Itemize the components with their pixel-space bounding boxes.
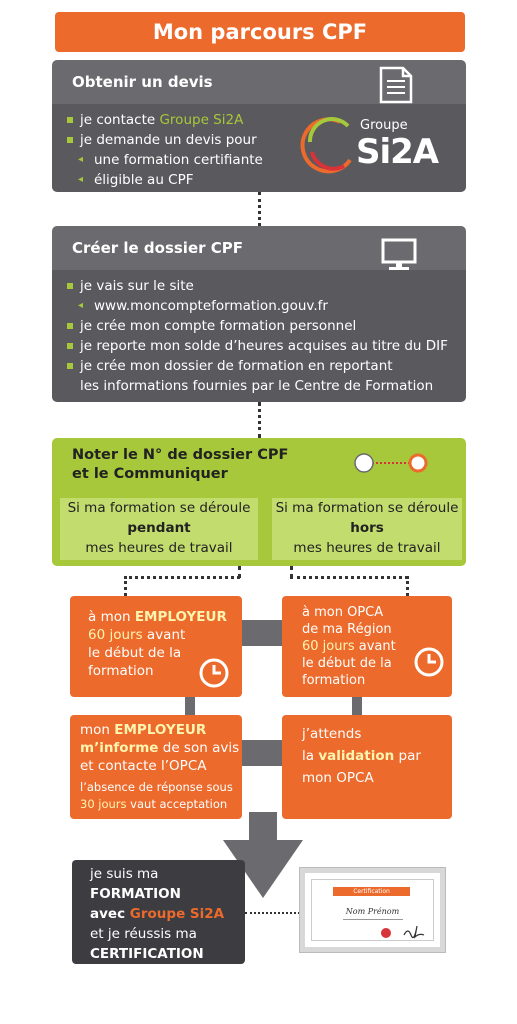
link-nodes-icon	[352, 452, 430, 474]
si2a-logo: Groupe Si2A	[300, 112, 450, 178]
document-icon	[379, 66, 413, 104]
certificate-name: Nom Prénom	[345, 907, 400, 916]
connector	[245, 912, 300, 914]
certificate-header: Certification	[333, 887, 410, 896]
sub-item: éligible au CPF	[60, 170, 466, 190]
opca-validation-box: j’attends la validation par mon OPCA	[282, 715, 452, 819]
list-item: je demande un devis pour	[60, 130, 466, 150]
link-bar	[242, 620, 282, 646]
certificate-image: Certification Nom Prénom	[300, 868, 445, 952]
employer-reply-box: mon EMPLOYEUR m’informe de son avis et c…	[70, 715, 242, 819]
connector	[258, 402, 261, 438]
connector	[406, 576, 409, 596]
link-bar	[242, 740, 282, 766]
clock-icon	[413, 646, 445, 678]
list-item: je contacte Groupe Si2A	[60, 110, 466, 130]
link-bar	[185, 697, 195, 715]
list-item: je crée mon dossier de formation en repo…	[60, 356, 466, 376]
right-condition: Si ma formation se déroule hors mes heur…	[272, 498, 462, 560]
connector	[258, 192, 261, 226]
opca-notice-box: à mon OPCA de ma Région 60 jours avant l…	[282, 596, 452, 697]
step-heading-text: Obtenir un devis	[72, 73, 213, 91]
list-item: je vais sur le site	[60, 276, 466, 296]
logo-text-small: Groupe	[360, 118, 408, 133]
monitor-icon	[381, 238, 417, 272]
connector	[238, 566, 241, 578]
step-heading: Noter le N° de dossier CPF et le Communi…	[72, 447, 289, 482]
seal-icon	[381, 928, 391, 938]
step-note-file-number: Noter le N° de dossier CPF et le Communi…	[52, 438, 466, 566]
list-item: je crée mon compte formation personnel	[60, 316, 466, 336]
step-create-file: Créer le dossier CPF je vais sur le site…	[52, 226, 466, 402]
clock-icon	[198, 657, 230, 689]
list-item-continued: les informations fournies par le Centre …	[80, 378, 434, 394]
connector	[124, 576, 240, 579]
employer-notice-box: à mon EMPLOYEUR 60 jours avant le début …	[70, 596, 242, 697]
connector	[290, 576, 408, 579]
down-arrow-icon	[215, 812, 311, 902]
connector	[124, 576, 127, 596]
signature-icon	[403, 923, 425, 939]
link-bar	[352, 697, 362, 715]
left-condition: Si ma formation se déroule pendant mes h…	[60, 498, 258, 560]
list-item: je reporte mon solde d’heures acquises a…	[60, 336, 466, 356]
logo-text-big: Si2A	[356, 132, 439, 172]
connector	[290, 566, 293, 578]
sub-item: www.moncompteformation.gouv.fr	[60, 296, 466, 316]
page-title: Mon parcours CPF	[55, 12, 465, 52]
step-heading-text: Créer le dossier CPF	[72, 239, 243, 257]
sub-item: une formation certifiante	[60, 150, 466, 170]
final-step-box: je suis ma FORMATION avec Groupe Si2A et…	[72, 860, 245, 964]
